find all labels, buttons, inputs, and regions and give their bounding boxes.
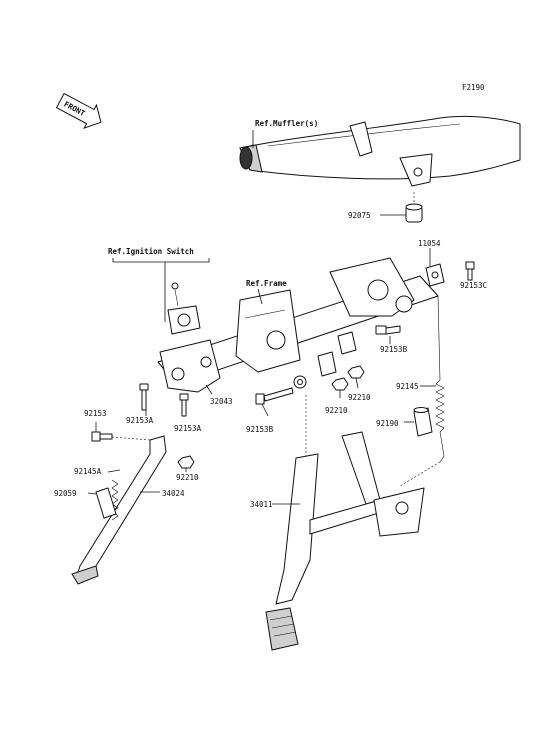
label-11054: 11054 (418, 239, 441, 248)
label-92075: 92075 (348, 211, 371, 220)
label-92153b-top: 92153B (380, 345, 408, 354)
label-92153a-1: 92153A (126, 416, 154, 425)
label-34011: 34011 (250, 500, 273, 509)
part-92153a-bolt-upper (139, 383, 149, 411)
part-92153b-bolt-lower (255, 387, 294, 405)
part-92210-nut-b (347, 365, 365, 379)
label-92210-a: 92210 (325, 406, 348, 415)
ignition-switch (167, 282, 201, 335)
label-92190: 92190 (376, 419, 399, 428)
stand-mount-bracket (317, 331, 357, 377)
part-92210-nut-left (177, 455, 195, 469)
ref-ignition-label: Ref.Ignition Switch (108, 247, 194, 256)
part-pivot-collar (293, 375, 307, 389)
muffler (239, 115, 521, 187)
part-92190-sleeve (413, 407, 433, 437)
part-92153b-bolt-top (375, 325, 401, 335)
ref-frame-label: Ref.Frame (246, 279, 287, 288)
label-92210-c: 92210 (176, 473, 199, 482)
part-92153-bolt (91, 431, 113, 442)
part-92145-spring (435, 295, 445, 463)
label-92210-b: 92210 (348, 393, 371, 402)
label-92153: 92153 (84, 409, 107, 418)
part-92153c-bolt (465, 261, 475, 281)
part-34011-center-stand (265, 431, 425, 651)
diagram-code: F2190 (462, 83, 485, 92)
label-92153b-bot: 92153B (246, 425, 274, 434)
label-92059: 92059 (54, 489, 77, 498)
part-34024-side-stand (71, 435, 167, 585)
label-92153a-2: 92153A (174, 424, 202, 433)
frame (157, 257, 439, 385)
part-32043-bracket (159, 339, 221, 393)
part-11054-bracket (425, 263, 445, 287)
part-92059-sleeve (95, 487, 117, 519)
label-92145a: 92145A (74, 467, 102, 476)
label-32043: 32043 (210, 397, 233, 406)
front-arrow-icon: FRONT (55, 92, 102, 129)
ref-muffler-label: Ref.Muffler(s) (255, 119, 318, 128)
part-92210-nut-a (331, 377, 349, 391)
label-92153c: 92153C (460, 281, 487, 290)
label-34024: 34024 (162, 489, 185, 498)
part-92153a-bolt-lower (179, 393, 189, 417)
label-92145: 92145 (396, 382, 419, 391)
part-92075-grommet (405, 203, 423, 223)
